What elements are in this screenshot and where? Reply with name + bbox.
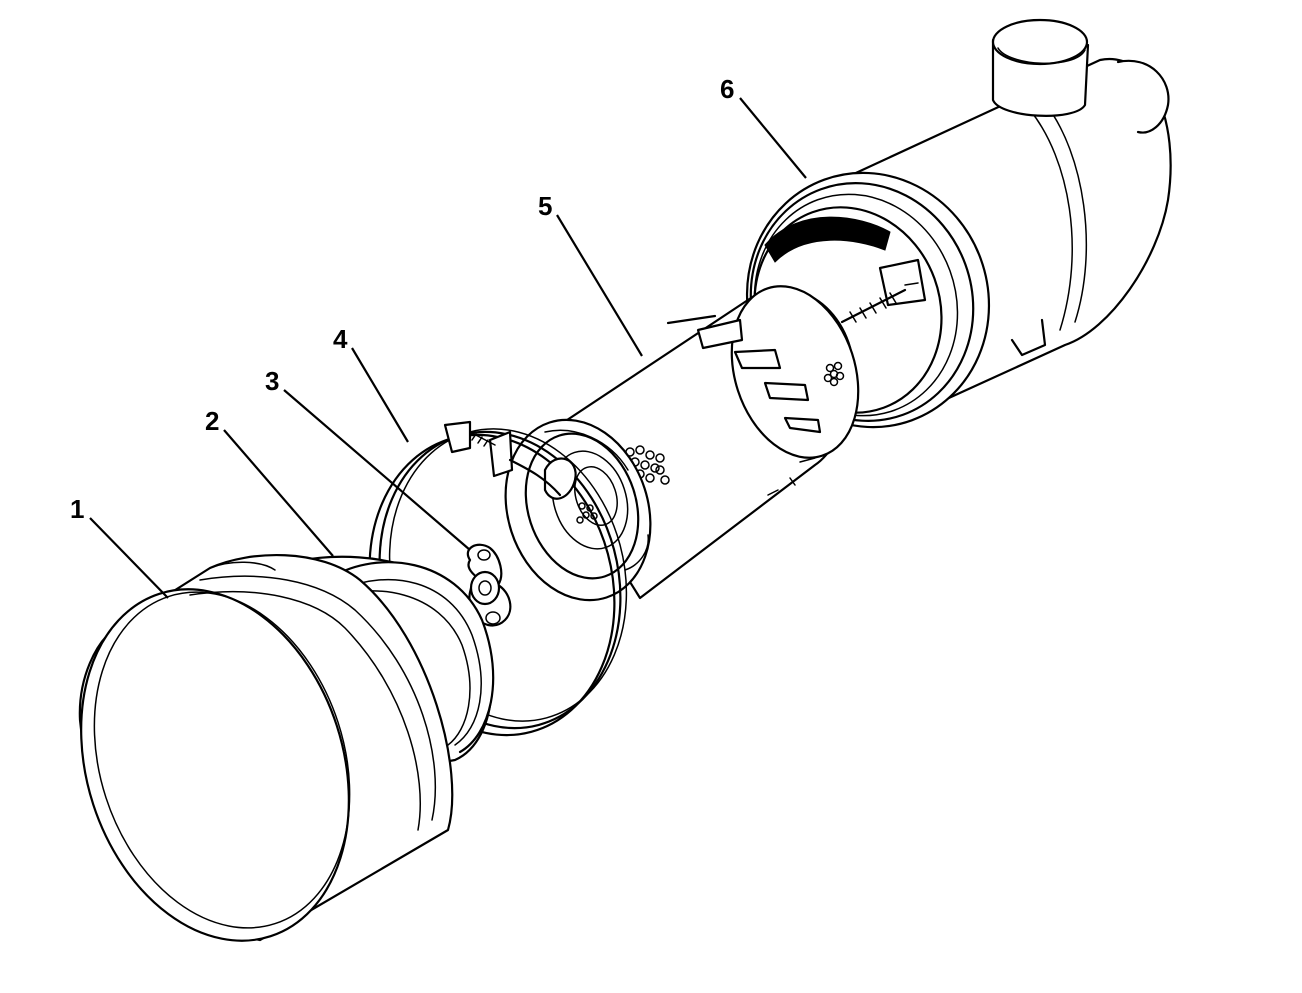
filter-element (504, 285, 860, 602)
callout-label-6: 6 (720, 74, 734, 104)
callout-2: 2 (205, 406, 334, 557)
callout-label-2: 2 (205, 406, 219, 436)
callout-label-4: 4 (333, 324, 348, 354)
callout-6: 6 (720, 74, 807, 179)
dust-cap (78, 553, 454, 942)
callout-leader-3 (283, 389, 471, 551)
callout-3: 3 (265, 366, 471, 551)
callout-leader-6 (739, 97, 807, 179)
callout-5: 5 (538, 191, 643, 357)
wing-nut (466, 543, 512, 627)
callout-leader-4 (351, 347, 409, 443)
callout-label-5: 5 (538, 191, 552, 221)
callout-4: 4 (333, 324, 409, 443)
callout-label-1: 1 (70, 494, 84, 524)
callout-leader-1 (89, 517, 169, 599)
callout-label-3: 3 (265, 366, 279, 396)
callout-leader-2 (223, 429, 334, 557)
callouts: 1 2 3 4 5 6 (70, 74, 807, 599)
callout-1: 1 (70, 494, 169, 599)
callout-leader-5 (556, 214, 643, 357)
